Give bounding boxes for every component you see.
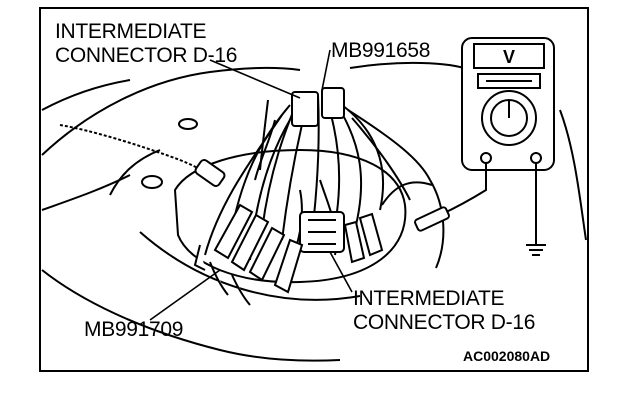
label-intermediate-connector-bottom: INTERMEDIATE xyxy=(353,287,505,310)
probe-tip-right xyxy=(414,206,450,232)
label-intermediate-connector-top-line2: CONNECTOR D-16 xyxy=(55,44,238,67)
figure-border xyxy=(39,7,589,372)
cable-plug xyxy=(194,158,226,188)
voltmeter-terminal-v xyxy=(530,152,542,164)
probe-cable-left xyxy=(59,124,216,181)
voltmeter xyxy=(461,37,555,171)
floor-panel xyxy=(41,61,587,362)
leader-lines xyxy=(149,49,353,321)
label-tool-mb991658: MB991658 xyxy=(331,39,431,62)
ground-icon xyxy=(526,244,546,256)
label-intermediate-connector-top: INTERMEDIATE xyxy=(55,20,207,43)
intermediate-connector-lower xyxy=(299,211,345,253)
voltmeter-display-text: V xyxy=(503,47,515,67)
label-tool-mb991709: MB991709 xyxy=(84,318,184,341)
probe-clips xyxy=(193,203,384,306)
intermediate-connector-upper xyxy=(291,87,345,127)
voltmeter-display xyxy=(473,43,545,69)
label-intermediate-connector-bottom-line2: CONNECTOR D-16 xyxy=(353,311,536,334)
figure-code: AC002080AD xyxy=(463,348,551,364)
voltmeter-terminal-com xyxy=(480,152,492,164)
